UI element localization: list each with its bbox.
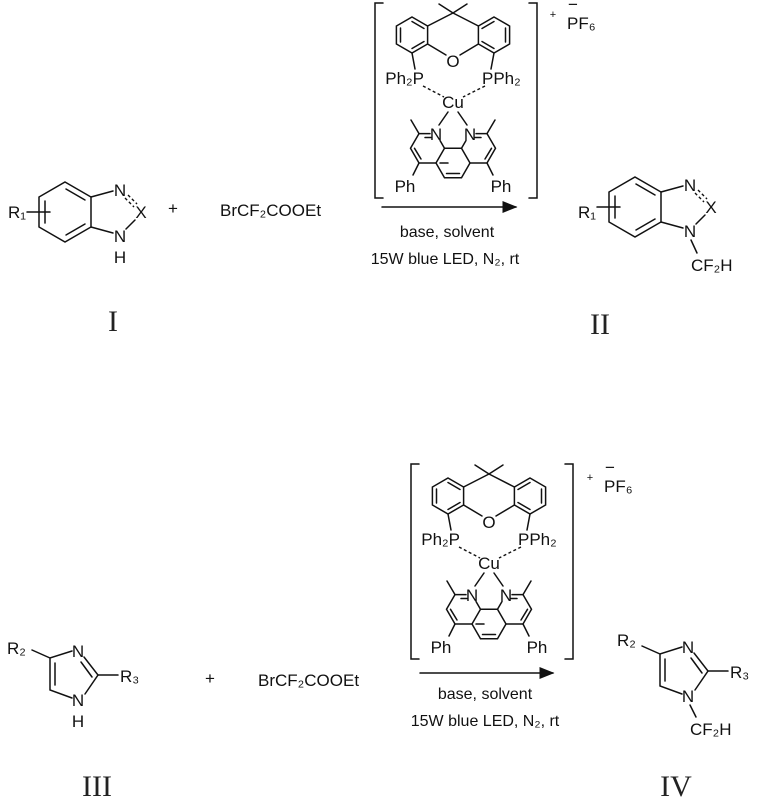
substituent-r1: R₁ <box>578 203 596 222</box>
left-bracket <box>410 463 420 660</box>
nitrogen-atom: N <box>114 181 126 200</box>
difluoromethyl-group: CF₂H <box>690 720 732 739</box>
phenyl-right: Ph <box>491 177 512 196</box>
xantphos-ligand: O Ph₂P PPh₂ <box>421 464 557 549</box>
copper-photocatalyst: O Ph₂P PPh₂ Cu N N Ph Ph <box>374 2 538 199</box>
diphenylphosphino-right: PPh₂ <box>482 69 521 88</box>
phenanthroline-ligand: N N Ph Ph <box>431 580 548 657</box>
phenyl-left: Ph <box>431 638 452 657</box>
oxygen-atom: O <box>446 52 459 71</box>
conditions-light-atmosphere: 15W blue LED, N₂, rt <box>411 713 560 730</box>
x-atom: X <box>135 203 146 222</box>
compound-label-II: II <box>590 308 610 341</box>
conditions-light-atmosphere: 15W blue LED, N₂, rt <box>371 251 520 268</box>
right-bracket <box>564 463 574 660</box>
difluoromethyl-group: CF₂H <box>691 256 733 275</box>
nitrogen-atom: N <box>682 638 694 657</box>
nitrogen-atom: N <box>682 687 694 706</box>
nitrogen-right: N <box>500 586 512 605</box>
phenyl-left: Ph <box>395 177 416 196</box>
reactant-I-benzimidazole: R₁ N X N H <box>8 181 147 267</box>
plus-sign: + <box>205 669 215 688</box>
substituent-r3: R₃ <box>120 667 139 686</box>
oxygen-atom: O <box>482 513 495 532</box>
substituent-r3: R₃ <box>730 663 749 682</box>
cation-charge: + <box>550 9 556 21</box>
nitrogen-atom: N <box>684 222 696 241</box>
xantphos-ligand: O Ph₂P PPh₂ <box>385 3 521 88</box>
reactant-III-imidazole: R₂ N N H R₃ <box>7 639 139 731</box>
nitrogen-atom: N <box>114 227 126 246</box>
nitrogen-left: N <box>430 125 442 144</box>
nitrogen-right: N <box>464 125 476 144</box>
conditions-base-solvent: base, solvent <box>438 686 533 703</box>
copper-atom: Cu <box>442 93 464 112</box>
counterion-hexafluorophosphate: PF₆ <box>604 477 633 496</box>
nitrogen-atom: N <box>684 176 696 195</box>
nitrogen-atom: N <box>72 691 84 710</box>
reagent-ethyl-bromodifluoroacetate: BrCF₂COOEt <box>220 201 321 220</box>
compound-label-I: I <box>108 305 118 338</box>
x-atom: X <box>705 198 716 217</box>
anion-charge: − <box>605 458 615 477</box>
product-II-difluoromethyl-benzimidazole: N X N CF₂H <box>596 176 733 275</box>
substituent-r2: R₂ <box>7 639 26 658</box>
reagent-ethyl-bromodifluoroacetate: BrCF₂COOEt <box>258 671 359 690</box>
scheme-2: R₂ N N H R₃ III + BrCF₂COOEt + − PF₆ bas… <box>7 458 749 800</box>
phenanthroline-ligand: N N Ph Ph <box>395 119 512 196</box>
cation-charge: + <box>587 472 593 484</box>
substituent-r1: R₁ <box>8 203 26 222</box>
scheme-1: R₁ N X N H I + BrCF₂COOEt O Ph₂ <box>8 0 733 341</box>
nitrogen-left: N <box>466 586 478 605</box>
phenyl-right: Ph <box>527 638 548 657</box>
substituent-r2: R₂ <box>617 631 636 650</box>
diphenylphosphino-right: PPh₂ <box>518 530 557 549</box>
compound-label-IV: IV <box>660 770 692 800</box>
right-bracket <box>528 2 538 199</box>
diphenylphosphino-left: Ph₂P <box>385 69 424 88</box>
copper-atom: Cu <box>478 554 500 573</box>
nitrogen-atom: N <box>72 642 84 661</box>
hydrogen-atom: H <box>114 248 126 267</box>
hydrogen-atom: H <box>72 712 84 731</box>
copper-photocatalyst: O Ph₂P PPh₂ Cu N N Ph Ph <box>410 463 574 660</box>
conditions-base-solvent: base, solvent <box>400 224 495 241</box>
left-bracket <box>374 2 384 199</box>
product-IV-difluoromethyl-imidazole: R₂ N N CF₂H R₃ <box>617 631 749 739</box>
plus-sign: + <box>168 199 178 218</box>
counterion-hexafluorophosphate: PF₆ <box>567 14 596 33</box>
diphenylphosphino-left: Ph₂P <box>421 530 460 549</box>
anion-charge: − <box>568 0 578 14</box>
compound-label-III: III <box>82 770 112 800</box>
